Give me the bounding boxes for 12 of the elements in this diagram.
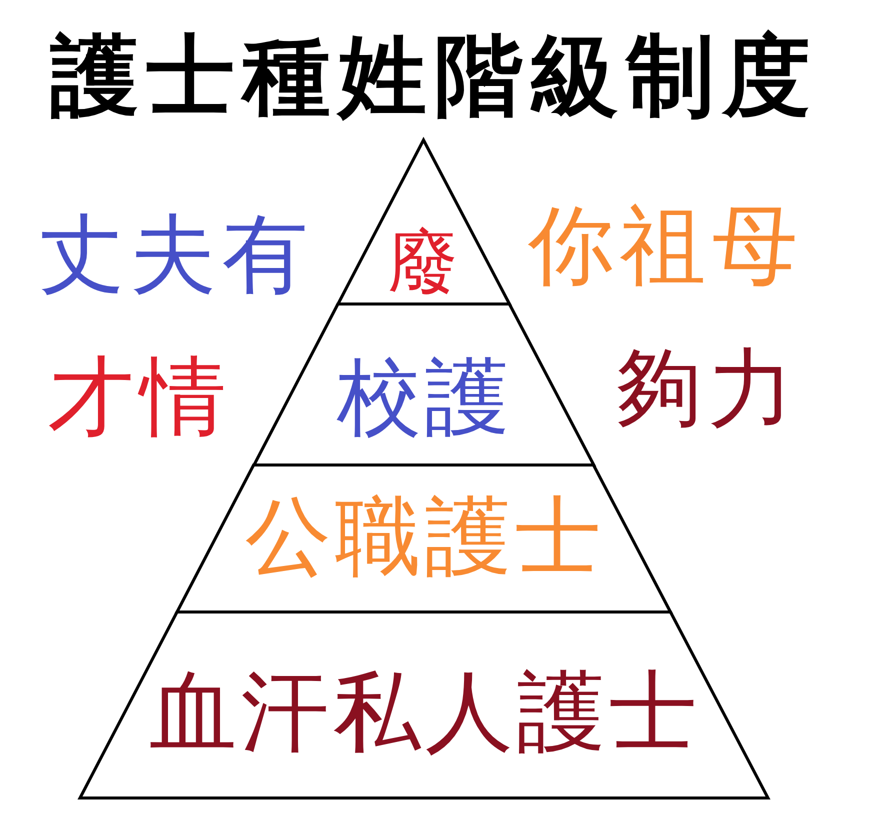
side-text: 丈夫有 [38, 212, 314, 298]
side-text: 夠力 [616, 346, 800, 432]
pyramid-tier [176, 465, 670, 612]
side-text: 才情 [48, 354, 232, 440]
tier-label: 校護 [336, 355, 513, 439]
pyramid-tier [254, 304, 594, 465]
tier-label: 公職護士 [244, 494, 605, 580]
tier-label: 血汗私人護士 [148, 668, 701, 756]
side-text: 你祖母 [528, 203, 804, 289]
title: 護士種姓階級制度 [49, 32, 820, 120]
tier-label: 廢 [388, 227, 462, 297]
pyramid-tier [80, 612, 768, 798]
